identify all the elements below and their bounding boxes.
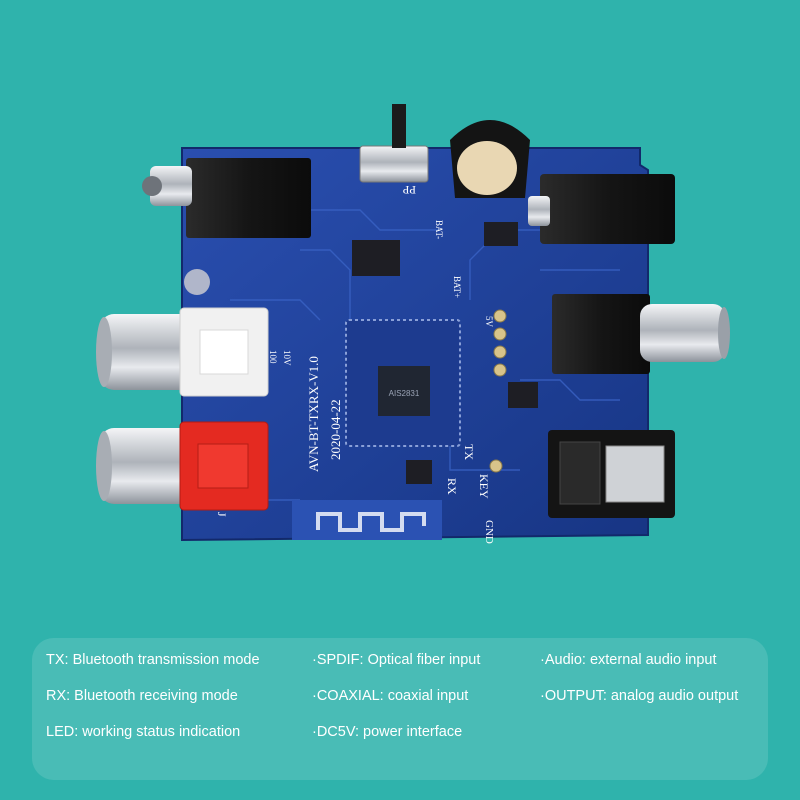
legend-item-audio: ·Audio:external audio input bbox=[540, 652, 717, 668]
legend-column-3: ·Audio:external audio input ·OUTPUT:anal… bbox=[540, 646, 738, 718]
ic-chip-2 bbox=[484, 222, 518, 246]
board-model-label: AVN-BT-TXRX-V1.0 bbox=[306, 356, 321, 472]
bluetooth-chip bbox=[378, 366, 430, 416]
ic-chip bbox=[352, 240, 400, 276]
silk-rx-label: RX bbox=[445, 478, 459, 495]
coaxial-socket bbox=[552, 294, 650, 374]
silk-j-label: J bbox=[215, 512, 229, 517]
ic-chip-3 bbox=[508, 382, 538, 408]
legend-item-dc5v: ·DC5V:power interface bbox=[312, 724, 463, 740]
antenna-area bbox=[292, 500, 442, 540]
silk-cap2-label: 10V bbox=[282, 350, 292, 366]
silk-gnd-label: GND bbox=[483, 520, 495, 544]
dc5v-jack bbox=[540, 174, 675, 244]
slide-switch bbox=[359, 145, 429, 183]
silk-bat-minus-label: BAT- bbox=[434, 220, 444, 239]
legend-panel: TX:Bluetooth transmission mode RX:Blueto… bbox=[32, 638, 768, 780]
legend-item-output: ·OUTPUT:analog audio output bbox=[540, 688, 739, 704]
header-pins bbox=[489, 309, 507, 473]
legend-column-2: ·SPDIF:Optical fiber input ·COAXIAL:coax… bbox=[312, 646, 480, 754]
product-photo: AIS2831 AVN-BT-TXRX-V1.0 2020-04-22 TX R… bbox=[96, 104, 730, 544]
legend-item-spdif: ·SPDIF:Optical fiber input bbox=[312, 652, 481, 668]
legend-item-tx: TX:Bluetooth transmission mode bbox=[46, 652, 260, 668]
status-led bbox=[184, 269, 210, 295]
coaxial-sleeve bbox=[640, 304, 725, 362]
legend-column-1: TX:Bluetooth transmission mode RX:Blueto… bbox=[46, 646, 260, 754]
battery-cell bbox=[457, 141, 517, 195]
audio-jack-top bbox=[186, 158, 311, 238]
rca-white-sleeve bbox=[100, 314, 195, 390]
ic-chip-4 bbox=[406, 460, 432, 484]
legend-item-coaxial: ·COAXIAL:coaxial input bbox=[312, 688, 469, 704]
audio-jack-top-sleeve bbox=[150, 166, 192, 206]
board-date-label: 2020-04-22 bbox=[328, 399, 343, 460]
chip-label: AIS2831 bbox=[389, 389, 420, 398]
silk-bat-plus-label: BAT+ bbox=[452, 276, 462, 298]
silk-pp-label: PP bbox=[402, 183, 416, 197]
silk-5v-label: 5V bbox=[484, 316, 494, 328]
rca-red-sleeve bbox=[100, 428, 195, 504]
silk-cap1-label: 100 bbox=[268, 350, 278, 364]
silk-tx-label: TX bbox=[462, 444, 476, 460]
silk-key-label: KEY bbox=[477, 474, 491, 499]
antenna-trace bbox=[316, 512, 426, 532]
legend-item-rx: RX:Bluetooth receiving mode bbox=[46, 688, 238, 704]
slide-switch-knob bbox=[392, 104, 406, 148]
legend-item-led: LED:working status indication bbox=[46, 724, 241, 740]
